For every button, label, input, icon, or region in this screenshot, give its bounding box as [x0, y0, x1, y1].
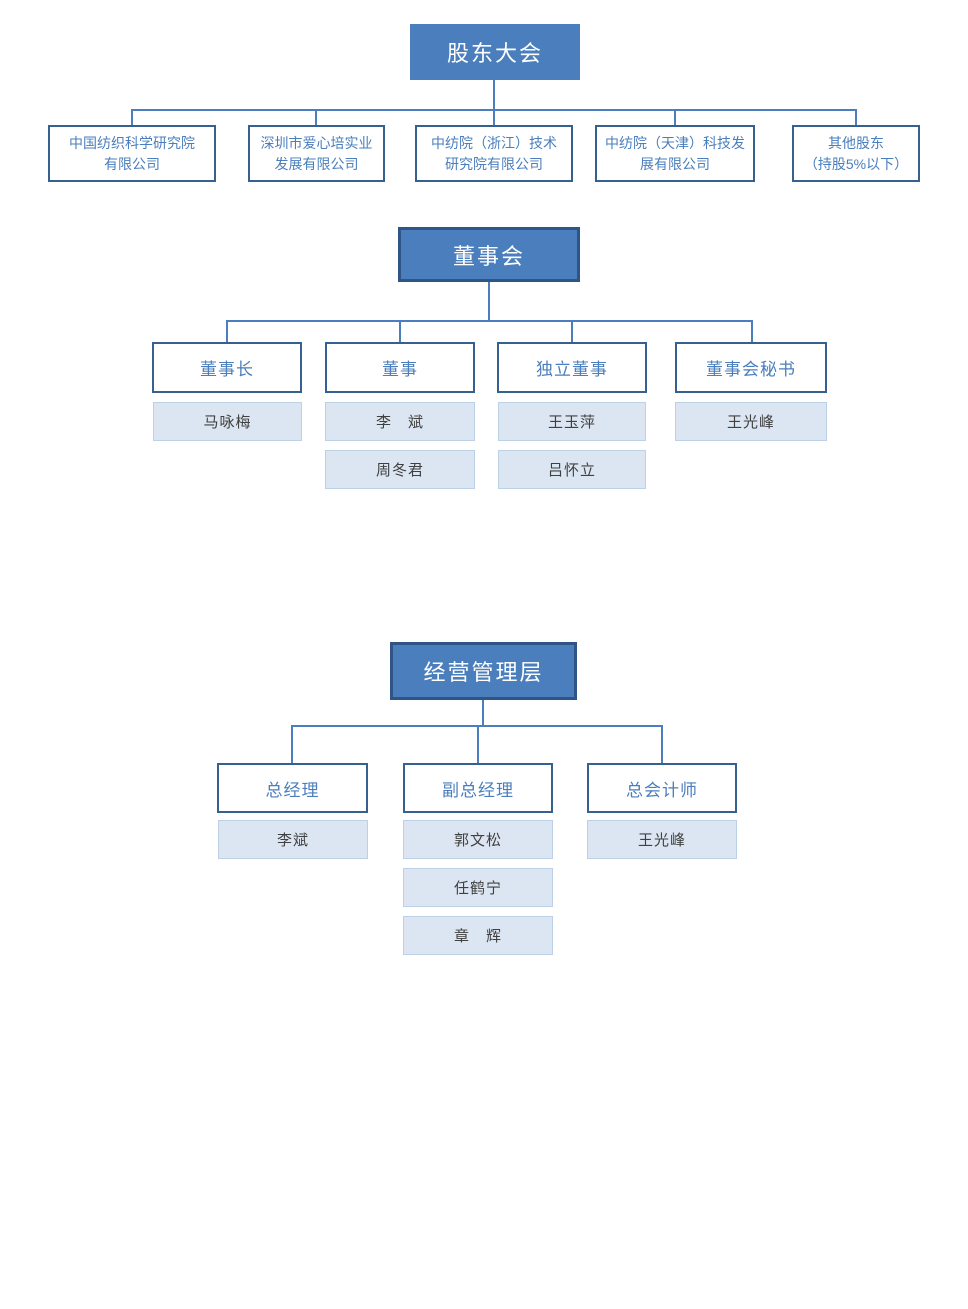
- connector-line: [315, 109, 317, 126]
- box-name-deputy-general-manager-2: 任鹤宁: [403, 868, 553, 907]
- shareholder-1-line2: 有限公司: [104, 155, 160, 172]
- box-role-general-manager: 总经理: [217, 763, 368, 813]
- box-name-chief-accountant-1: 王光峰: [587, 820, 737, 859]
- connector-line: [477, 725, 479, 763]
- box-name-deputy-general-manager-1: 郭文松: [403, 820, 553, 859]
- connector-line: [488, 282, 490, 321]
- box-name-board-secretary-1: 王光峰: [675, 402, 827, 441]
- shareholder-4-line1: 中纺院（天津）科技发: [605, 134, 745, 151]
- box-name-general-manager-1: 李斌: [218, 820, 368, 859]
- box-role-chief-accountant: 总会计师: [587, 763, 737, 813]
- connector-line: [751, 320, 753, 342]
- box-name-independent-director-2: 吕怀立: [498, 450, 646, 489]
- connector-line: [661, 725, 663, 763]
- box-role-independent-director: 独立董事: [497, 342, 647, 393]
- connector-line: [226, 320, 228, 342]
- connector-line: [493, 80, 495, 110]
- box-role-chairman: 董事长: [152, 342, 302, 393]
- shareholder-1-line1: 中国纺织科学研究院: [69, 134, 195, 151]
- connector-line: [674, 109, 676, 126]
- shareholder-3-line2: 研究院有限公司: [445, 155, 543, 172]
- connector-line: [482, 700, 484, 726]
- connector-line: [493, 109, 495, 126]
- node-management: 经营管理层: [390, 642, 577, 700]
- box-shareholder-3: 中纺院（浙江）技术 研究院有限公司: [415, 125, 573, 182]
- node-shareholders-meeting: 股东大会: [410, 24, 580, 80]
- box-name-director-1: 李 斌: [325, 402, 475, 441]
- connector-line: [291, 725, 662, 727]
- shareholder-3-line1: 中纺院（浙江）技术: [431, 134, 557, 151]
- box-name-director-2: 周冬君: [325, 450, 475, 489]
- shareholder-2-line2: 发展有限公司: [274, 155, 359, 172]
- box-name-deputy-general-manager-3: 章 辉: [403, 916, 553, 955]
- box-name-independent-director-1: 王玉萍: [498, 402, 646, 441]
- box-shareholder-1: 中国纺织科学研究院 有限公司: [48, 125, 216, 182]
- connector-line: [226, 320, 753, 322]
- box-role-deputy-general-manager: 副总经理: [403, 763, 553, 813]
- connector-line: [131, 109, 133, 126]
- connector-line: [399, 320, 401, 342]
- box-shareholder-4: 中纺院（天津）科技发 展有限公司: [595, 125, 755, 182]
- connector-line: [855, 109, 857, 126]
- box-shareholder-5: 其他股东 （持股5%以下）: [792, 125, 920, 182]
- node-board: 董事会: [398, 227, 580, 282]
- connector-line: [571, 320, 573, 342]
- shareholder-2-line1: 深圳市爱心培实业: [260, 134, 373, 151]
- shareholder-5-line1: 其他股东: [828, 134, 884, 151]
- shareholder-4-line2: 展有限公司: [640, 155, 710, 172]
- connector-line: [291, 725, 293, 763]
- box-name-chairman-1: 马咏梅: [153, 402, 302, 441]
- shareholder-5-line2: （持股5%以下）: [803, 155, 909, 172]
- box-shareholder-2: 深圳市爱心培实业 发展有限公司: [248, 125, 385, 182]
- box-role-director: 董事: [325, 342, 475, 393]
- box-role-board-secretary: 董事会秘书: [675, 342, 827, 393]
